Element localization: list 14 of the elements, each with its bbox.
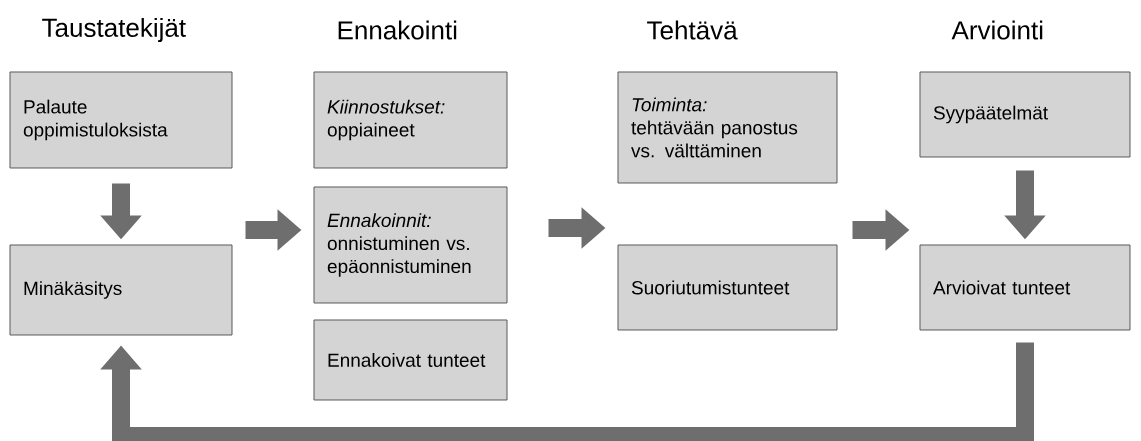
process-box: Kiinnostukset: oppiaineet [313, 71, 508, 169]
process-box: Suoriutumistunteet [617, 244, 838, 331]
process-box: Palaute oppimistuloksista [9, 71, 233, 169]
block-arrow [100, 342, 1034, 441]
process-box: Minäkäsitys [9, 244, 233, 336]
column-heading: Arviointi [951, 20, 1043, 40]
column-heading: Ennakointi [338, 20, 457, 40]
column-heading: Taustatekijät [42, 17, 186, 43]
process-box: Syypäätelmät [919, 71, 1131, 158]
process-box: Toiminta: tehtävään panostus vs. välttäminen [617, 71, 838, 184]
process-box: Arvioivat tunteet [919, 244, 1131, 331]
process-box: Ennakoivat tunteet [313, 319, 508, 401]
process-box: Ennakoinnit: onnistuminen vs. epäonnistuminen [313, 186, 508, 304]
column-heading: Tehtävä [647, 20, 738, 40]
